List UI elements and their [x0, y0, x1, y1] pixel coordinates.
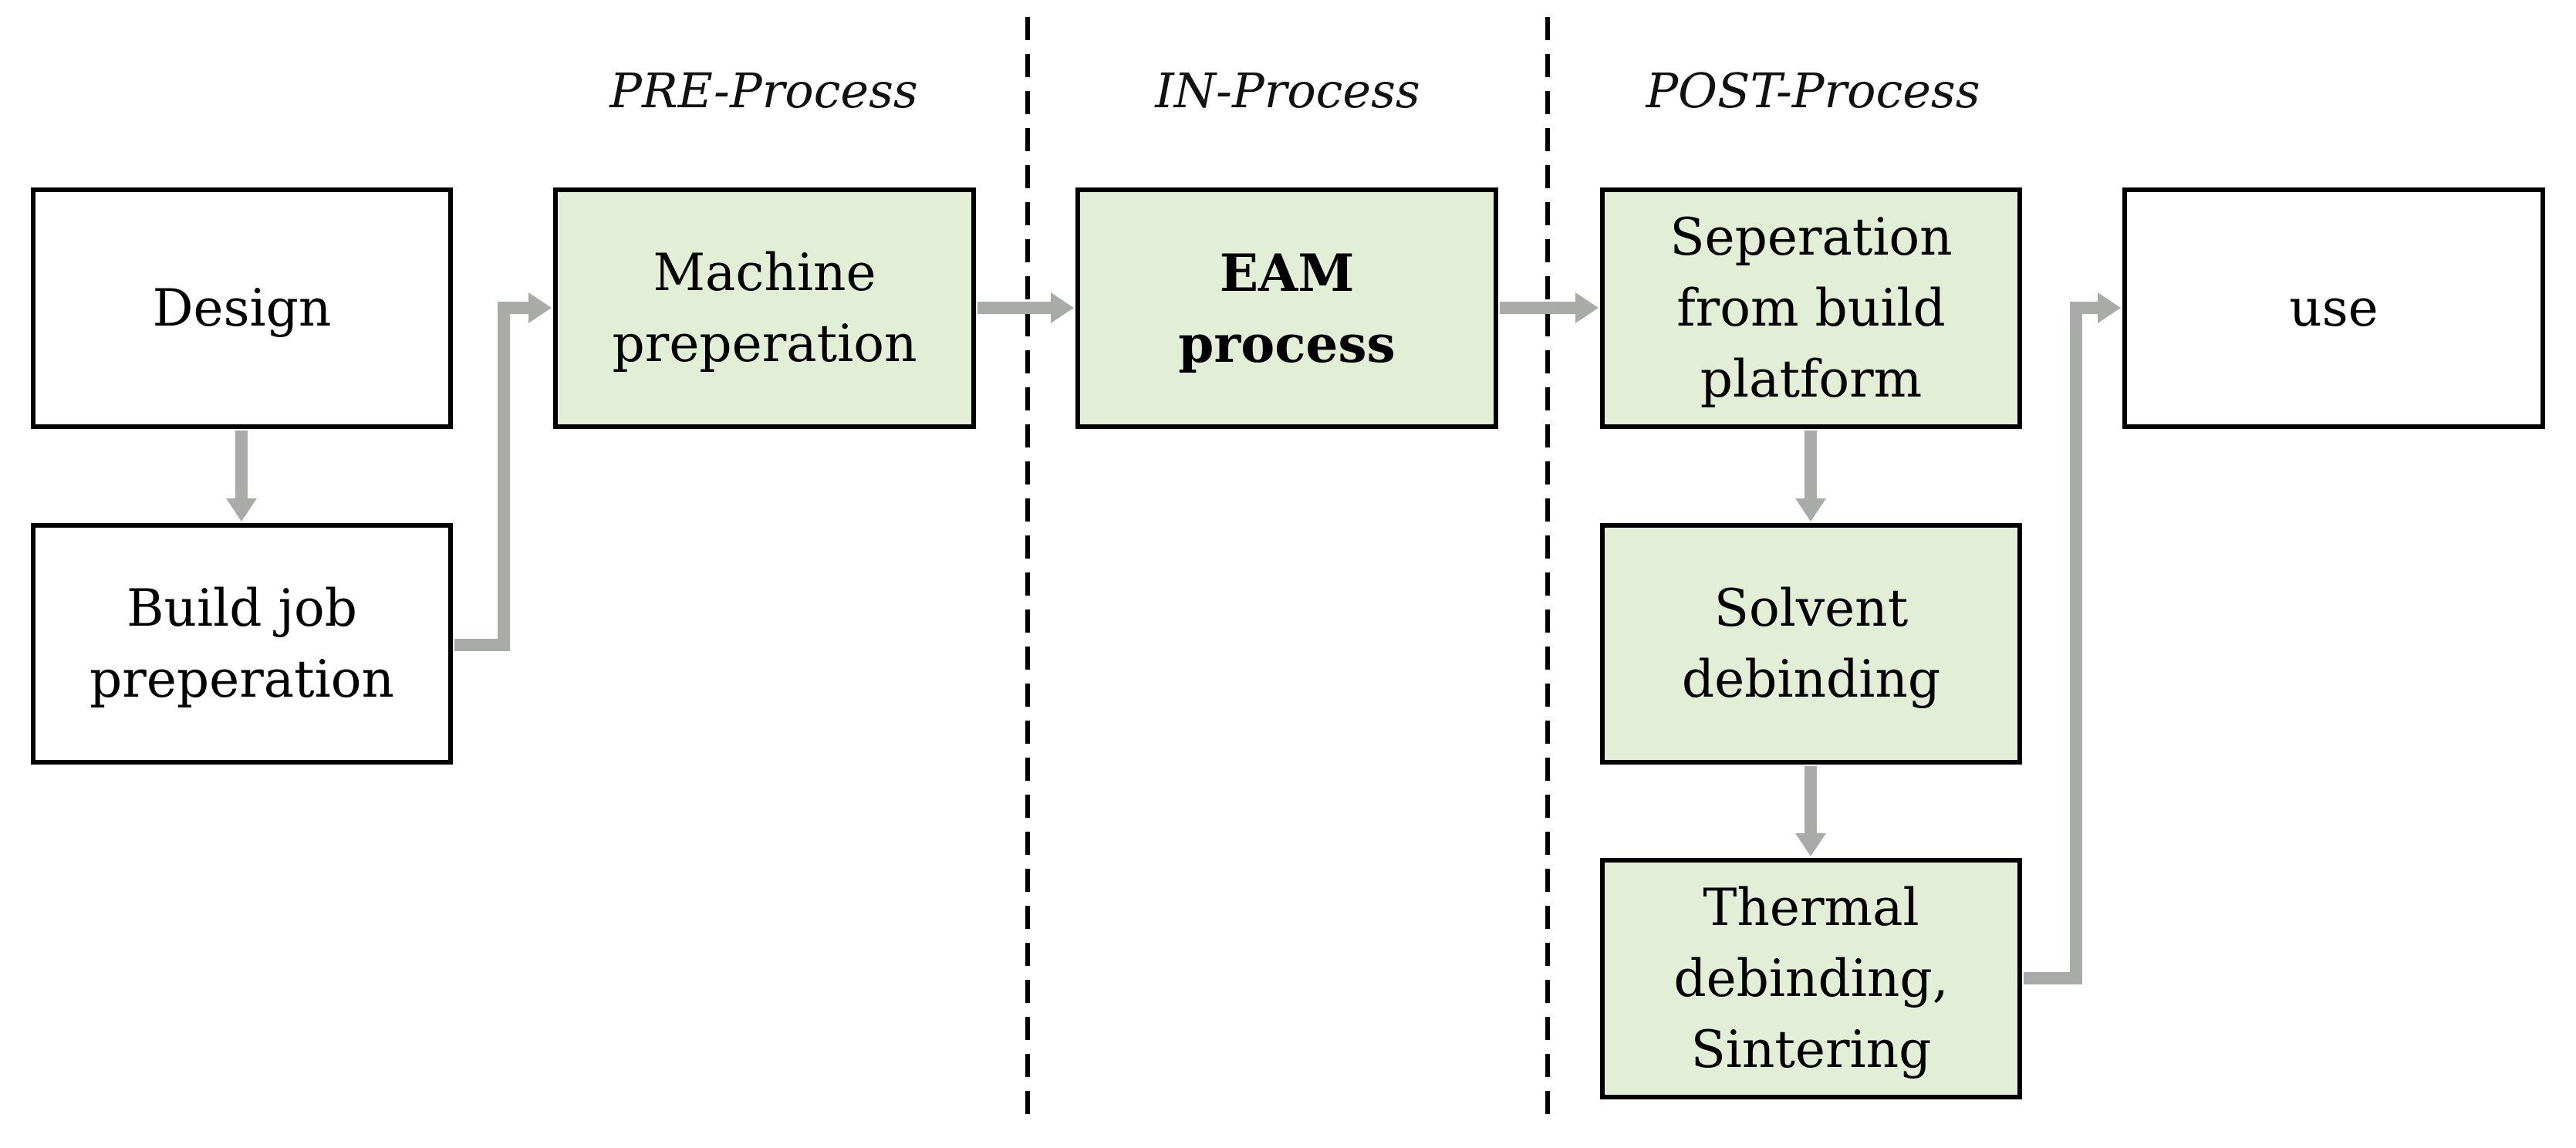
node-label-line: Sintering — [1690, 1019, 1932, 1079]
arrowhead-icon — [1051, 292, 1074, 323]
node-label-line: preperation — [89, 649, 394, 709]
connector-eam-to-separation — [1500, 292, 1599, 323]
connector-design-to-build-job — [226, 430, 257, 522]
node-thermal-debinding-sintering: Thermal debinding, Sintering — [1600, 858, 2022, 1099]
node-label-line: from build — [1676, 278, 1946, 338]
node-solvent-debinding: Solvent debinding — [1600, 523, 2022, 765]
connector-build-job-to-machine-prep — [454, 292, 552, 651]
node-label-line: Solvent — [1713, 578, 1909, 638]
node-label-line: Design — [152, 278, 332, 338]
node-eam-process: EAM process — [1075, 187, 1498, 429]
node-label-line: debinding, — [1673, 948, 1949, 1008]
connector-separation-to-solvent — [1795, 430, 1826, 522]
node-separation-from-build-platform: Seperation from build platform — [1600, 187, 2022, 429]
node-label-line: Thermal — [1703, 877, 1919, 937]
node-label-line: process — [1178, 313, 1396, 374]
node-label-line: debinding — [1681, 649, 1941, 709]
connector-solvent-to-thermal — [1795, 766, 1826, 856]
arrowhead-icon — [226, 498, 257, 522]
phase-label-post: POST-Process — [1646, 62, 1980, 119]
node-label-line: Seperation — [1670, 207, 1953, 267]
arrowhead-icon — [1575, 292, 1599, 323]
node-label-line: Machine — [653, 242, 876, 302]
node-design: Design — [31, 187, 453, 429]
connector-machine-prep-to-eam — [977, 292, 1074, 323]
node-use: use — [2122, 187, 2545, 429]
phase-label-in: IN-Process — [1155, 62, 1420, 119]
node-label-line: Build job — [127, 578, 357, 638]
node-machine-preparation: Machine preperation — [553, 187, 976, 429]
arrowhead-icon — [2098, 292, 2121, 323]
node-label-line: platform — [1700, 349, 1923, 409]
arrowhead-icon — [528, 292, 552, 323]
node-label-line: use — [2289, 278, 2378, 338]
phase-label-pre: PRE-Process — [609, 62, 918, 119]
connector-thermal-to-use — [2024, 292, 2121, 984]
node-label-line: preperation — [612, 313, 917, 373]
node-label-line: EAM — [1219, 242, 1355, 303]
node-build-job-preparation: Build job preperation — [31, 523, 453, 765]
arrowhead-icon — [1795, 498, 1826, 522]
arrowhead-icon — [1795, 833, 1826, 856]
